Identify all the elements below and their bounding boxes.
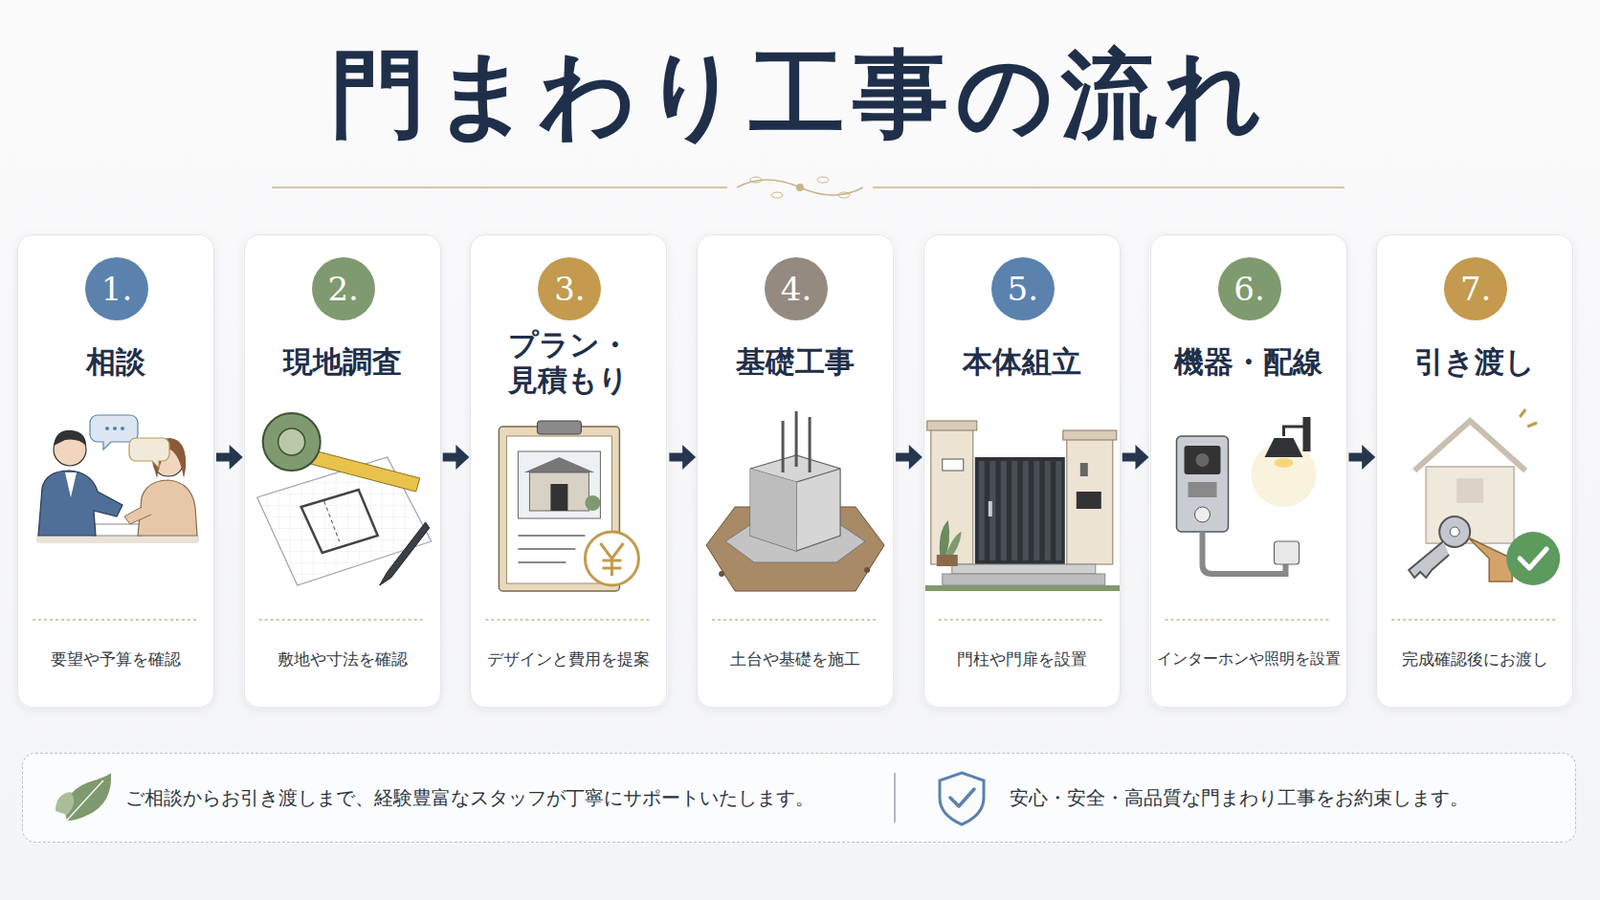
step-description: 完成確認後にお渡し (1401, 648, 1549, 671)
flow-arrow (216, 444, 244, 470)
step-number-circle: 1. (85, 257, 149, 321)
diagram-title: 門まわり工事の流れ (0, 36, 1600, 152)
step-description: 門柱や門扉を設置 (956, 648, 1088, 671)
step-heading: 本体組立 (962, 344, 1082, 380)
card-divider (32, 619, 200, 622)
card-divider (1391, 619, 1558, 622)
step-card: 本体組立門柱や門扉を設置 5. (923, 234, 1121, 709)
card-divider (259, 619, 426, 622)
note-line: 安心・安全・高品質な門まわり工事をお約束します。 (1009, 754, 1469, 843)
desc-area: 要望や予算を確認 (22, 637, 210, 682)
step-description: 敷地や寸法を確認 (277, 648, 408, 671)
note-panel: ご相談からお引き渡しまで、経験豊富なスタッフが丁寧にサポートいたします。 安心・安… (22, 753, 1577, 844)
card-divider (1165, 619, 1333, 622)
step-description: 土台や基礎を施工 (730, 648, 861, 671)
step-number: 7. (1460, 272, 1491, 306)
step-heading: 相談 (86, 344, 146, 380)
step-number: 5. (1007, 272, 1039, 306)
note-text: ご相談からお引き渡しまで、経験豊富なスタッフが丁寧にサポートいたします。 (125, 785, 815, 812)
shield-icon (939, 773, 984, 825)
leaf-icon (55, 773, 112, 825)
step-card: プラン・ 見積もりデザインと費用を提案 3. (469, 234, 667, 709)
flow-arrow (1349, 444, 1377, 470)
note-text: 安心・安全・高品質な門まわり工事をお約束します。 (1009, 785, 1469, 812)
step-description: 要望や予算を確認 (50, 648, 181, 671)
step-number: 4. (780, 272, 812, 306)
step-card: 機器・配線インターホンや照明を設置 6. (1150, 234, 1348, 709)
flow-arrow (443, 444, 470, 470)
heading-area: プラン・ 見積もり (470, 326, 667, 400)
step-number: 6. (1233, 272, 1265, 306)
step-description: デザインと費用を提案 (487, 648, 650, 671)
step-number: 3. (554, 272, 585, 306)
step-number: 1. (101, 272, 133, 306)
panel-separator (893, 773, 896, 823)
desc-area: デザインと費用を提案 (474, 637, 663, 682)
gate-illustration (925, 421, 1121, 592)
foundation-illustration (706, 411, 885, 592)
heading-area: 引き渡し (1377, 326, 1573, 400)
heading-area: 機器・配線 (1151, 326, 1347, 400)
step-description: インターホンや照明を設置 (1156, 648, 1341, 670)
heading-area: 本体組立 (924, 326, 1120, 400)
step-number-circle: 4. (764, 257, 828, 321)
desc-area: 完成確認後にお渡し (1380, 637, 1569, 682)
step-card: 引き渡し完成確認後にお渡し 7. (1376, 234, 1574, 709)
step-number-circle: 6. (1218, 257, 1282, 321)
desc-area: 土台や基礎を施工 (701, 637, 889, 682)
card-grounds (17, 234, 1574, 709)
step-card: 現地調査敷地や寸法を確認 2. (244, 234, 442, 709)
step-number-circle: 5. (991, 257, 1055, 321)
step-heading: 基礎工事 (735, 344, 855, 380)
step-number-circle: 2. (311, 257, 376, 321)
flow-arrow (668, 444, 696, 470)
card-divider (938, 619, 1106, 622)
step-number: 2. (327, 272, 358, 306)
handover-illustration (1408, 409, 1560, 586)
step-number-circle: 3. (537, 257, 601, 321)
card-divider (485, 619, 652, 622)
flow-arrow (895, 444, 923, 470)
card-divider (711, 619, 879, 622)
heading-area: 基礎工事 (697, 326, 893, 400)
heading-area: 相談 (18, 326, 214, 400)
consult-illustration (36, 415, 200, 544)
survey-illustration (257, 413, 432, 586)
note-line: ご相談からお引き渡しまで、経験豊富なスタッフが丁寧にサポートいたします。 (125, 754, 815, 843)
estimate-illustration (498, 421, 639, 592)
step-heading: 引き渡し (1414, 344, 1535, 380)
devices-illustration (1177, 417, 1317, 575)
step-card: 基礎工事土台や基礎を施工 4. (696, 234, 894, 709)
desc-area: インターホンや照明を設置 (1155, 637, 1343, 682)
step-heading: 機器・配線 (1174, 344, 1323, 380)
flow-arrow (1122, 444, 1150, 470)
title-rule (271, 177, 1345, 199)
step-number-circle: 7. (1444, 257, 1508, 321)
step-card: 相談要望や予算を確認 1. (17, 234, 215, 709)
heading-area: 現地調査 (244, 326, 441, 400)
panel-ground (22, 753, 1577, 844)
desc-area: 門柱や門扉を設置 (928, 637, 1116, 682)
desc-area: 敷地や寸法を確認 (248, 637, 437, 682)
step-heading: プラン・ 見積もり (500, 327, 638, 399)
step-heading: 現地調査 (283, 344, 402, 380)
